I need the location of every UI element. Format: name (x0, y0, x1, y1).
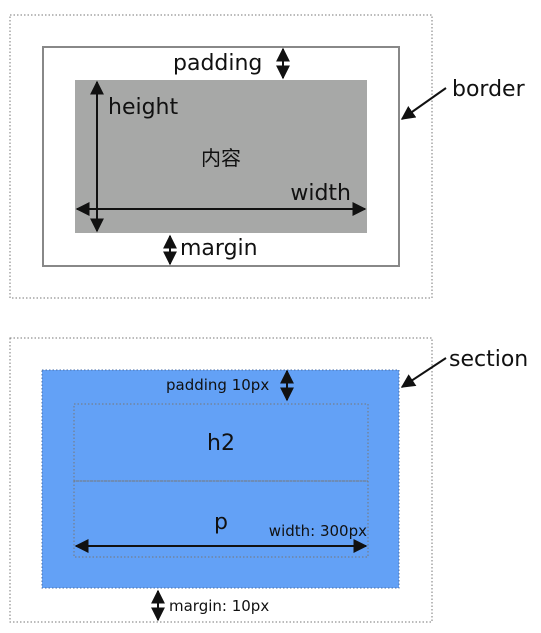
margin-label: margin (180, 236, 258, 261)
box-model-top: padding border height 内容 width margin (9, 14, 526, 299)
width-label: width (290, 181, 351, 206)
p-label: p (214, 510, 228, 535)
section-width-label: width: 300px (269, 522, 367, 540)
h2-label: h2 (207, 431, 235, 456)
border-pointer-arrow (400, 87, 447, 120)
border-box (42, 46, 400, 267)
section-margin-label: margin: 10px (169, 597, 269, 615)
section-pointer-arrow (400, 357, 447, 388)
section-example: section padding 10px h2 p width: 300px m… (9, 337, 528, 623)
section-margin-area (9, 337, 433, 623)
padding-label: padding (173, 51, 262, 76)
height-label: height (108, 95, 178, 120)
section-label: section (449, 347, 528, 372)
border-label: border (452, 77, 526, 102)
p-box (73, 480, 369, 558)
section-padding-label: padding 10px (166, 376, 269, 394)
section-box (41, 369, 400, 589)
content-label: 内容 (201, 146, 241, 170)
margin-area (9, 14, 433, 299)
